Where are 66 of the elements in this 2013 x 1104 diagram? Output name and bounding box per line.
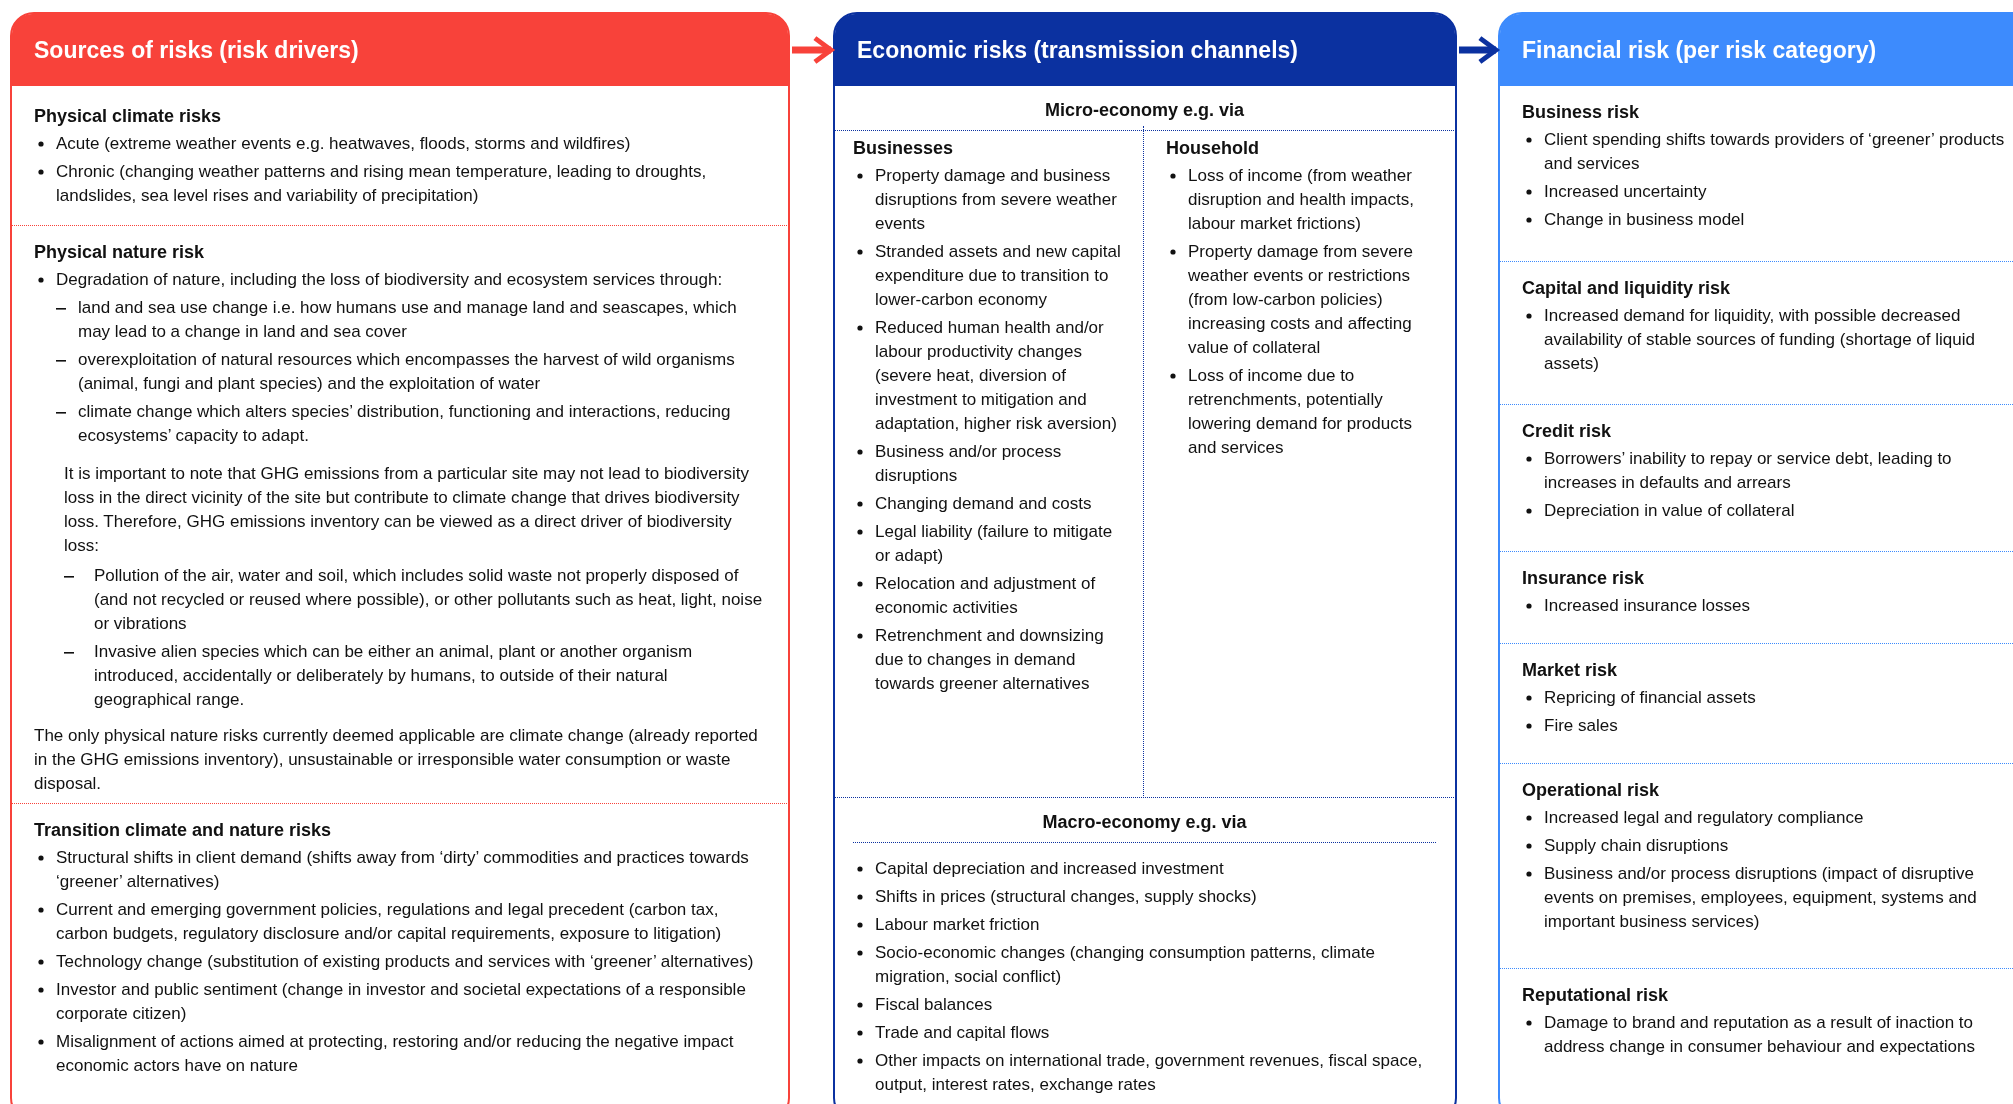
list-item: Pollution of the air, water and soil, which includes solid waste not properly disposed of (and not recycled or reused where possible), or other pollutants such as heat, light, noise or vibrations (34, 564, 765, 636)
section-heading: Micro-economy e.g. via (835, 98, 1454, 131)
paragraph: The only physical nature risks currently deemed applicable are climate change (already reported in the GHG emissions inventory), unsustainable or irresponsible water consumption or waste disposal. (34, 725, 759, 795)
bullet-item: Misalignment of actions aimed at protecting, restoring and/or reducing the negative impact economic actors have on nature (34, 1030, 765, 1078)
section-heading: Operational risk (1522, 779, 1661, 802)
section-heading: Credit risk (1522, 420, 1613, 443)
bullet-item: Supply chain disruptions (1522, 834, 2013, 858)
bullet-item: Labour market friction (853, 913, 1436, 937)
bullet-item: Increased uncertainty (1522, 180, 2013, 204)
section-heading: Transition climate and nature risks (34, 819, 333, 842)
bullet-item: Chronic (changing weather patterns and rising mean temperature, leading to droughts, landslides, sea level rises and variability of precipitation) (34, 160, 765, 208)
list-item: Invasive alien species which can be either an animal, plant or another organism introduced, accidentally or deliberately by humans, to outside of their natural geographical range. (34, 640, 765, 712)
arrow (792, 35, 834, 65)
bullet-item: Loss of income due to retrenchments, potentially lowering demand for products and services (1166, 364, 1432, 460)
panel-title: Sources of risks (risk drivers) (12, 14, 788, 86)
bullet-item: Property damage and business disruptions from severe weather events (853, 164, 1125, 236)
bullet-item: Capital depreciation and increased investment (853, 857, 1436, 881)
bullet-item: Damage to brand and reputation as a result of inaction to address change in consumer behaviour and expectations (1522, 1011, 2013, 1059)
bullet-item: Stranded assets and new capital expenditure due to transition to lower-carbon economy (853, 240, 1125, 312)
bullet-item: Loss of income (from weather disruption and health impacts, labour market frictions) (1166, 164, 1432, 236)
bullet-item: Investor and public sentiment (change in investor and societal expectations of a responsible corporate citizen) (34, 978, 765, 1026)
bullet-item: Business and/or process disruptions (853, 440, 1125, 488)
arrow (1459, 35, 1499, 65)
bullet-item: Relocation and adjustment of economic activities (853, 572, 1125, 620)
bullet-item: Borrowers’ inability to repay or service debt, leading to increases in defaults and arrears (1522, 447, 2013, 495)
bullet-item: Fiscal balances (853, 993, 1436, 1017)
bullet-item: Repricing of financial assets (1522, 686, 2013, 710)
bullet-item: Structural shifts in client demand (shifts away from ‘dirty’ commodities and practices towards ‘greener’ alternatives) (34, 846, 765, 894)
bullet-item: Depreciation in value of collateral (1522, 499, 2013, 523)
bullet-item: Change in business model (1522, 208, 2013, 232)
panel-title: Financial risk (per risk category) (1500, 14, 2013, 86)
bullet-item: Socio-economic changes (changing consumption patterns, climate migration, social conflict) (853, 941, 1436, 989)
section-heading: Physical nature risk (34, 241, 206, 264)
section-heading: Reputational risk (1522, 984, 1670, 1007)
column-panel (833, 12, 1457, 1104)
bullet-item: Increased demand for liquidity, with possible decreased availability of stable sources of funding (shortage of liquid assets) (1522, 304, 2013, 376)
bullet-item: Degradation of nature, including the loss of biodiversity and ecosystem services through: (34, 268, 765, 292)
bullet-item: Acute (extreme weather events e.g. heatwaves, floods, storms and wildfires) (34, 132, 765, 156)
bullet-item: Trade and capital flows (853, 1021, 1436, 1045)
list-item: climate change which alters species’ distribution, functioning and interactions, reducing ecosystems’ capacity to adapt. (34, 400, 765, 448)
section-heading: Household (1166, 137, 1260, 160)
bullet-item: Current and emerging government policies, regulations and legal precedent (carbon tax, carbon budgets, regulatory disclosure and/or capital requirements, exposure to litigation) (34, 898, 765, 946)
bullet-item: Other impacts on international trade, government revenues, fiscal space, output, interest rates, exchange rates (853, 1049, 1436, 1097)
bullet-item: Increased insurance losses (1522, 594, 2013, 618)
bullet-item: Property damage from severe weather events or restrictions (from low-carbon policies) increasing costs and affecting value of collateral (1166, 240, 1432, 360)
section-heading: Macro-economy e.g. via (853, 810, 1436, 843)
bullet-item: Business and/or process disruptions (impact of disruptive events on premises, employees, equipment, systems and important business services) (1522, 862, 2013, 934)
paragraph: It is important to note that GHG emissions from a particular site may not lead to biodiversity loss in the direct vicinity of the site but contribute to climate change that drives biodiversity loss. Therefore, GHG emissions inventory can be viewed as a direct driver of biodiversity loss: (63, 463, 750, 557)
bullet-item: Legal liability (failure to mitigate or adapt) (853, 520, 1125, 568)
bullet-item: Client spending shifts towards providers of ‘greener’ products and services (1522, 128, 2013, 176)
bullet-item: Shifts in prices (structural changes, supply shocks) (853, 885, 1436, 909)
bullet-item: Technology change (substitution of existing products and services with ‘greener’ alternatives) (34, 950, 765, 974)
bullet-item: Changing demand and costs (853, 492, 1125, 516)
section-heading: Business risk (1522, 101, 1641, 124)
section-heading: Market risk (1522, 659, 1619, 682)
bullet-item: Fire sales (1522, 714, 2013, 738)
bullet-item: Retrenchment and downsizing due to changes in demand towards greener alternatives (853, 624, 1125, 696)
section-heading: Businesses (853, 137, 955, 160)
panel-title: Economic risks (transmission channels) (835, 14, 1455, 86)
bullet-item: Increased legal and regulatory compliance (1522, 806, 2013, 830)
column-panel (1498, 12, 2013, 1104)
section-heading: Capital and liquidity risk (1522, 277, 1732, 300)
section-heading: Physical climate risks (34, 105, 223, 128)
section-heading: Insurance risk (1522, 567, 1646, 590)
column-panel (10, 12, 790, 1104)
bullet-item: Reduced human health and/or labour productivity changes (severe heat, diversion of investment to mitigation and adaptation, higher risk aversion) (853, 316, 1125, 436)
